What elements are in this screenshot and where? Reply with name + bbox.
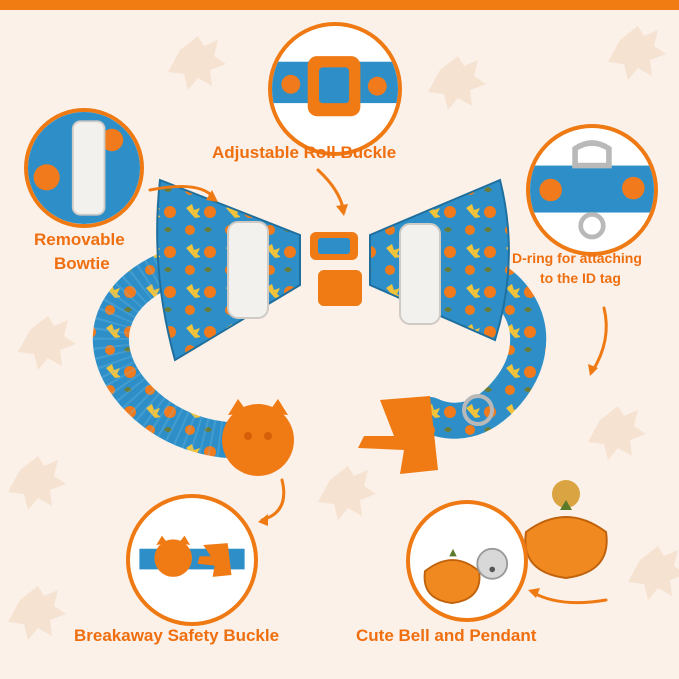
- roll-buckle-label: Adjustable Roll Buckle: [212, 143, 397, 162]
- d-ring-detail-circle: [526, 124, 658, 256]
- top-accent-bar: [0, 0, 679, 10]
- d-ring-label-line1: D-ring for attaching: [512, 250, 642, 266]
- bowtie-detail-circle: [24, 108, 144, 228]
- safety-buckle-detail-circle: [126, 494, 258, 626]
- d-ring-label-line2: to the ID tag: [540, 270, 621, 286]
- roll-buckle-detail-circle: [268, 22, 402, 156]
- bell-pendant-label: Cute Bell and Pendant: [356, 626, 537, 645]
- safety-buckle-label: Breakaway Safety Buckle: [74, 626, 280, 645]
- bell-pendant-detail-circle: [406, 500, 528, 622]
- bowtie-label-line2: Bowtie: [54, 254, 110, 273]
- bowtie-label-line1: Removable: [34, 230, 125, 249]
